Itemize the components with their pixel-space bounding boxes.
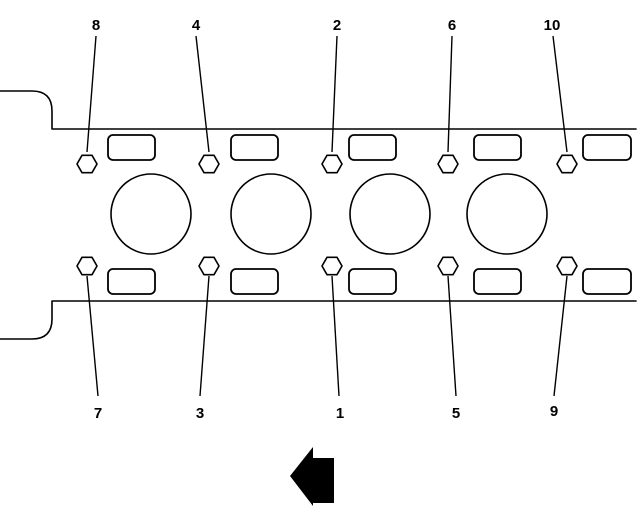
bolt-sequence-label: 3: [196, 405, 204, 422]
head-bolt-hex: [76, 256, 98, 276]
cylinder-bore-4: [466, 173, 548, 255]
bolt-sequence-label: 8: [92, 17, 100, 34]
coolant-port: [348, 134, 397, 161]
bolt-sequence-label: 5: [452, 405, 460, 422]
head-bolt-hex: [556, 256, 578, 276]
coolant-ports: [107, 134, 632, 295]
bolt-sequence-label: 7: [94, 405, 102, 422]
coolant-port: [582, 268, 632, 295]
head-bolt-hex: [198, 154, 220, 174]
left-arrow-icon: [290, 447, 334, 506]
coolant-port: [473, 268, 522, 295]
coolant-port: [473, 134, 522, 161]
bolt-sequence-label: 4: [192, 17, 201, 34]
cylinder-bore-1: [110, 173, 192, 255]
leader-lines: [86, 35, 568, 397]
head-bolt-hex: [437, 256, 459, 276]
bolt-sequence-label: 1: [336, 405, 344, 422]
head-bolt-hex: [437, 154, 459, 174]
cylinder-bore-2: [230, 173, 312, 255]
coolant-port: [107, 134, 156, 161]
coolant-port: [107, 268, 156, 295]
head-bolt-hex: [321, 256, 343, 276]
bolt-sequence-label: 6: [448, 17, 456, 34]
cylinder-bores: [110, 173, 548, 255]
bolt-sequence-label: 9: [550, 403, 558, 420]
coolant-port: [582, 134, 632, 161]
bolt-sequence-label: 2: [333, 17, 341, 34]
head-bolt-hex: [198, 256, 220, 276]
bolt-sequence-label: 10: [544, 17, 561, 34]
head-bolts: [76, 154, 578, 276]
coolant-port: [230, 268, 279, 295]
coolant-port: [230, 134, 279, 161]
coolant-port: [348, 268, 397, 295]
gasket-outline: [0, 90, 637, 340]
head-bolt-hex: [556, 154, 578, 174]
head-bolt-hex: [76, 154, 98, 174]
cylinder-bore-3: [349, 173, 431, 255]
head-bolt-hex: [321, 154, 343, 174]
sequence-labels: 8 4 2 6 10 7 3 1 5 9: [92, 17, 561, 422]
